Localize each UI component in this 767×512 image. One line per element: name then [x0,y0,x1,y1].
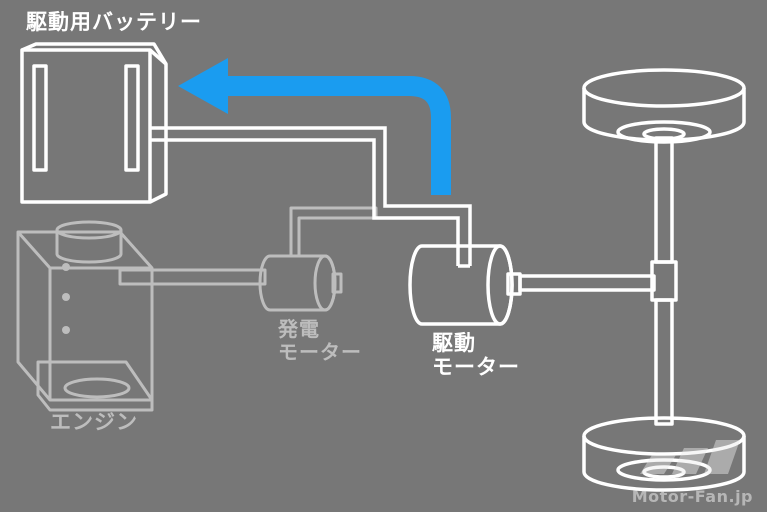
drive-motor-end-face [486,244,514,326]
wheel-sidewall [582,436,746,492]
engine-top-cylinder [55,230,123,264]
axle-lower [654,298,674,426]
engine-hole [62,293,70,301]
drive-motor-shaft-stub [506,272,522,296]
battery-front-face [20,48,152,204]
wheel-hub-outer [616,120,712,144]
engine-block-edge-top [16,231,52,269]
arrow-shaft [214,76,451,195]
drive-shaft [518,274,656,292]
generator-wire [289,206,378,256]
engine-label: エンジン [50,410,138,434]
generator-motor [258,206,378,312]
cable-outer [150,126,472,266]
watermark: Motor-Fan.jp [631,487,753,506]
battery-cell-right [124,64,140,172]
engine-holes [62,263,70,334]
wheel-sidewall [582,88,746,142]
engine-hole [62,263,70,271]
drive-battery [20,42,168,204]
motorfan-logo-mark [640,440,740,474]
generator-label: 発電 モーター [278,318,362,364]
generator-end-face [313,254,337,312]
engine-bottom-sump [36,360,154,412]
drive-motor-body [408,244,514,326]
generator-label-line1: 発電 [278,317,320,341]
cable-inner [150,138,460,266]
logo-stripe [640,455,676,474]
engine-top-cylinder-cap [55,220,123,240]
drive-motor [408,244,522,326]
wheel-front [582,416,746,492]
engine-output-shaft [118,268,267,286]
logo-stripe [704,440,740,474]
engine [16,220,267,412]
wheel-hub-inner [642,127,686,141]
energy-flow-arrow [178,58,451,195]
drive-motor-label: 駆動 モーター [432,331,520,379]
wheel-hub-outer [616,458,712,482]
engine-crank-bearing [63,377,131,399]
battery-top-face [21,42,168,65]
battery-label: 駆動用バッテリー [26,10,202,34]
drivetrain [518,136,678,426]
generator-label-line2: モーター [278,340,362,364]
axle-upper [654,136,674,264]
drive-motor-label-line2: モーター [432,355,520,380]
battery-cell-left [32,64,48,172]
battery-side-face [148,48,168,204]
wheel-rear [582,68,746,144]
wheel-tread-top [582,68,746,108]
wheel-hub-inner [642,465,686,479]
battery-drive-cable [150,126,472,268]
generator-body [258,254,337,312]
engine-hole [62,326,70,334]
logo-stripe [672,448,708,474]
arrow-head [178,58,228,114]
drive-motor-label-line1: 駆動 [432,331,476,355]
generator-shaft-stub [331,272,343,294]
